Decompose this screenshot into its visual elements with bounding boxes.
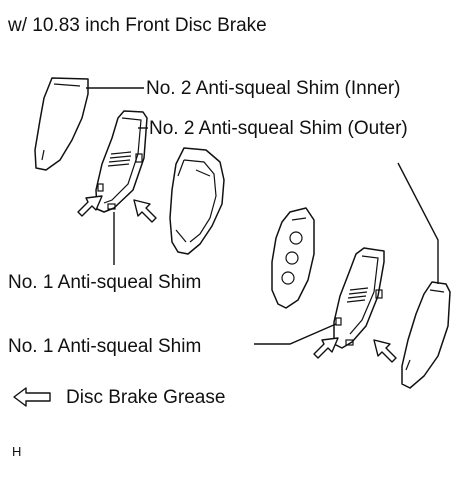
legend-text: Disc Brake Grease [66, 387, 225, 408]
label-shim1-upper: No. 1 Anti-squeal Shim [8, 272, 201, 293]
brake-pad-left [169, 147, 225, 255]
leader-shim1-lower [254, 323, 337, 345]
shim2-inner-left [34, 77, 89, 171]
grease-arrow-icon [133, 199, 157, 223]
figure-code: H [12, 444, 21, 459]
label-shim2-inner: No. 2 Anti-squeal Shim (Inner) [146, 78, 401, 99]
grease-arrow-icon [77, 195, 103, 217]
leader-shim2-outer-right [397, 162, 439, 284]
label-shim2-outer: No. 2 Anti-squeal Shim (Outer) [149, 118, 408, 139]
shim-assembly-right [333, 247, 385, 349]
shim-assembly-left [95, 110, 148, 213]
shim2-outer-right [401, 281, 451, 389]
grease-arrow-icon [313, 337, 339, 359]
label-shim1-lower: No. 1 Anti-squeal Shim [8, 336, 201, 357]
brake-pad-right [271, 207, 315, 309]
hollow-arrow-left-icon [13, 387, 51, 407]
diagram-title: w/ 10.83 inch Front Disc Brake [7, 15, 267, 36]
grease-arrow-icon [373, 339, 397, 363]
